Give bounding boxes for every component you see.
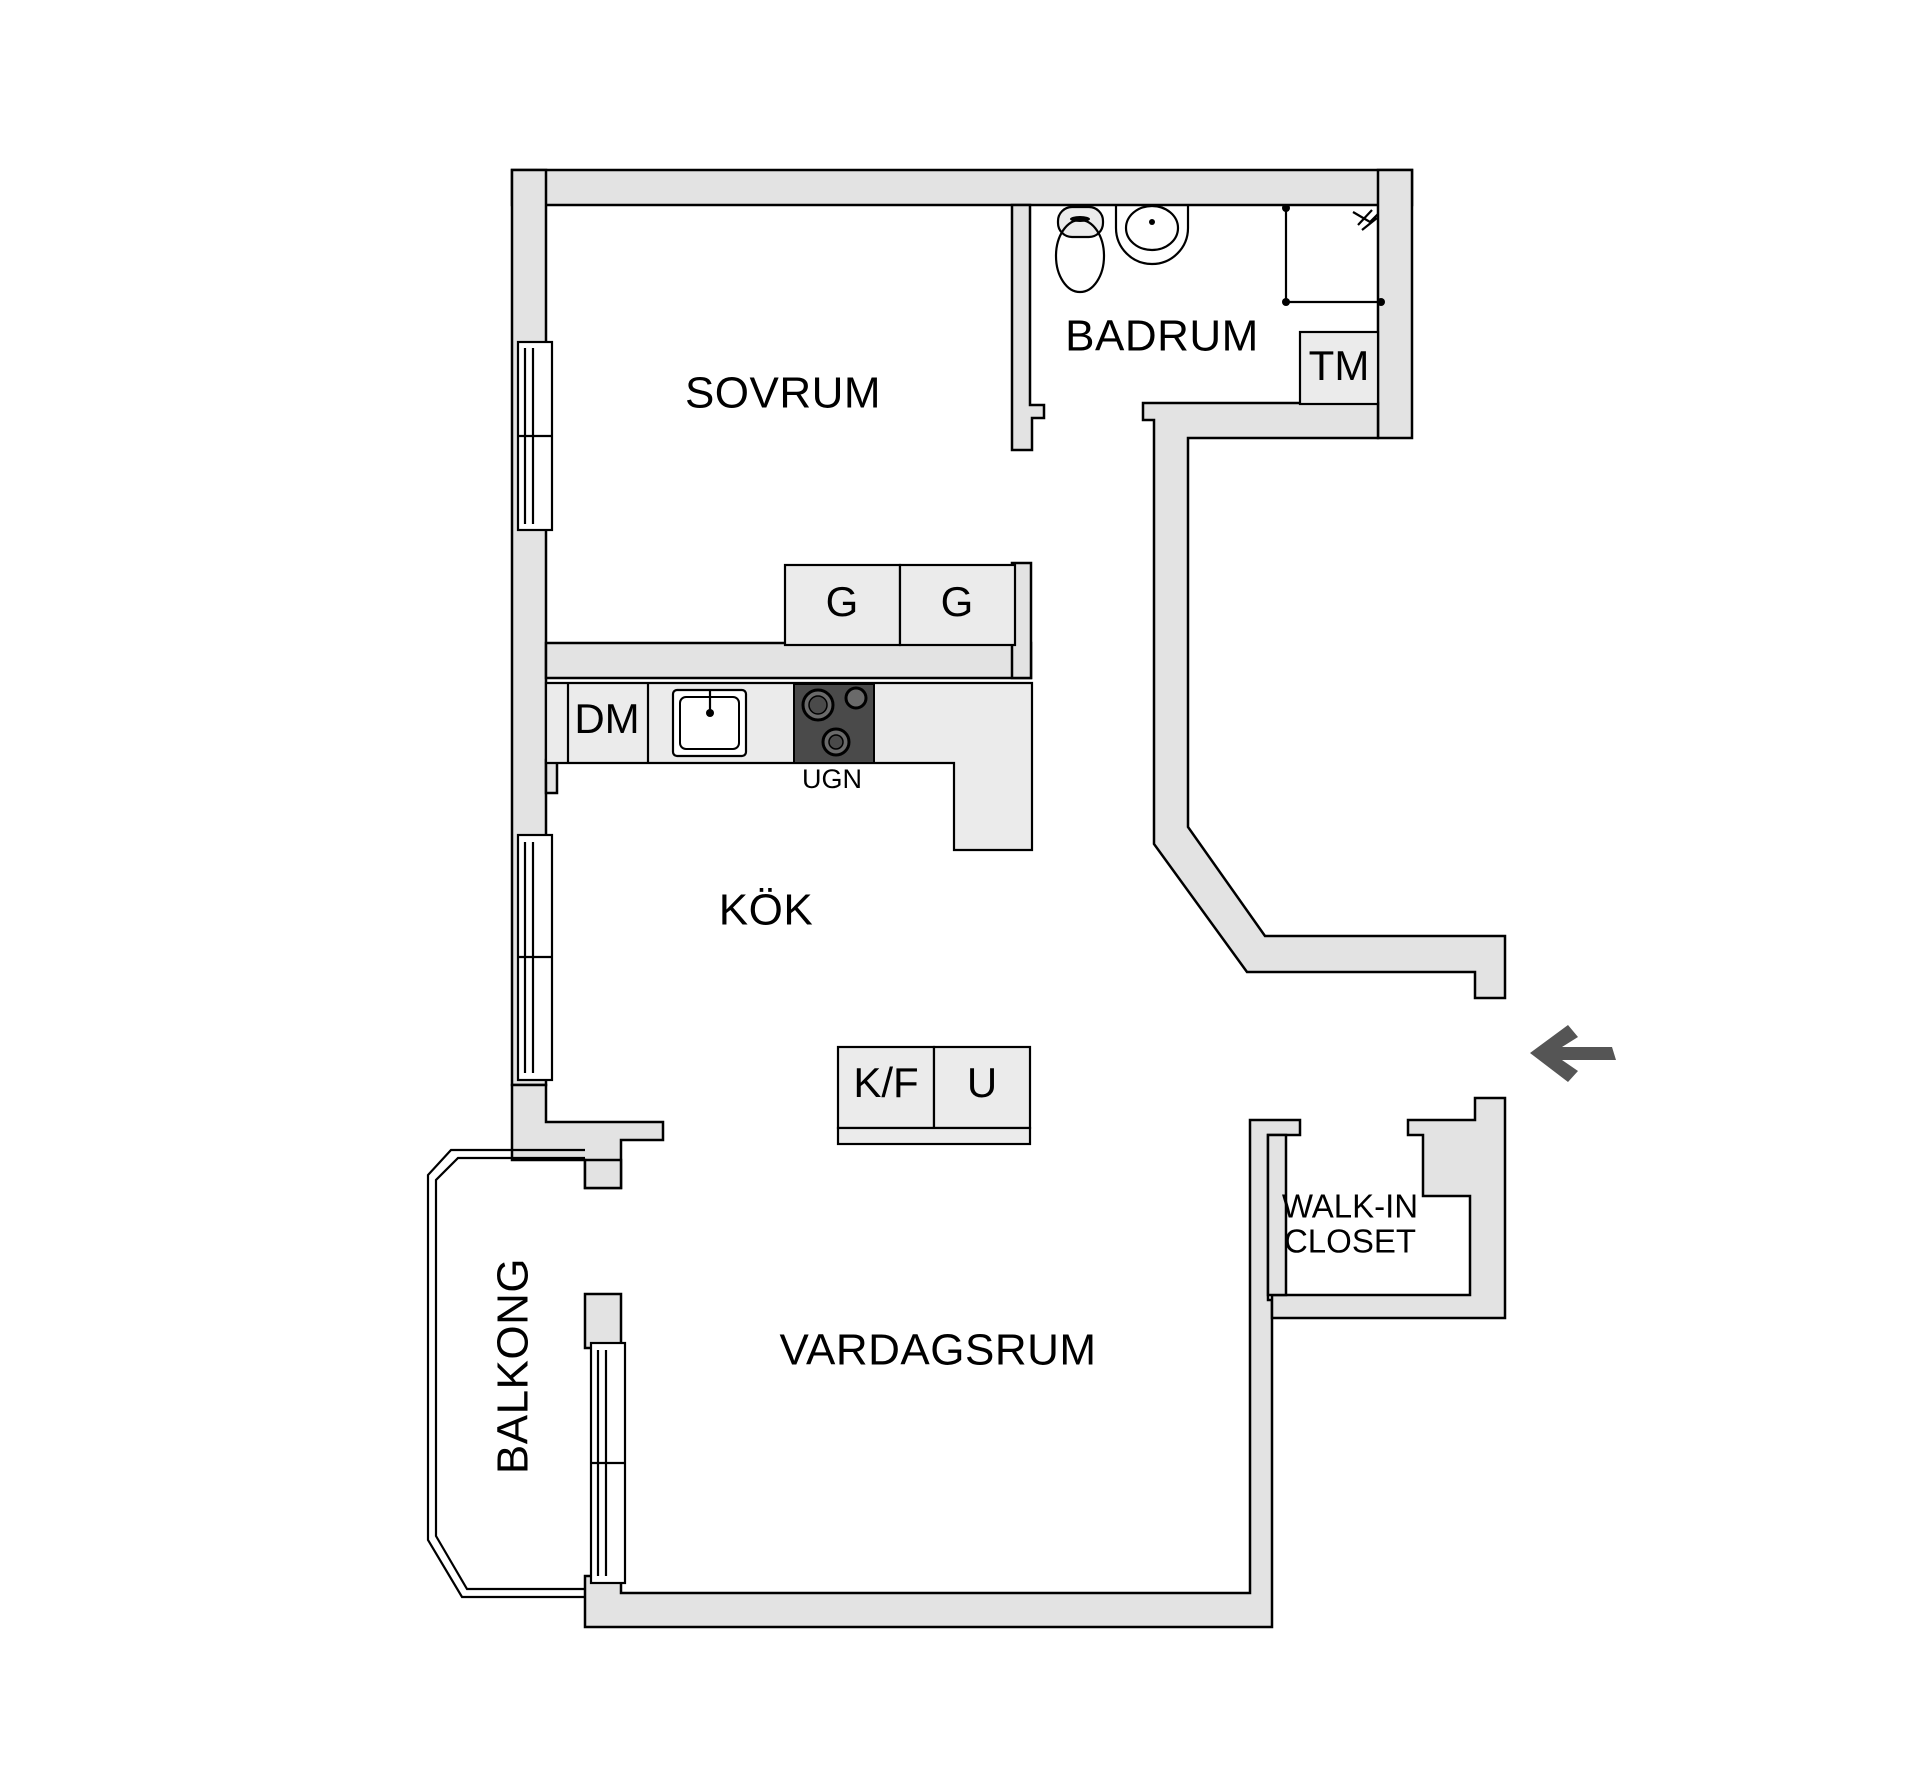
kitchen-sink-icon xyxy=(671,688,748,758)
room-label-badrum: BADRUM xyxy=(1065,312,1259,361)
wardrobe-label-right: G xyxy=(941,578,974,625)
room-label-sovrum: SOVRUM xyxy=(685,369,881,418)
room-label-kok: KÖK xyxy=(719,886,813,935)
bathroom-fixtures: TM xyxy=(1054,204,1385,406)
toilet-icon xyxy=(1054,205,1106,294)
shower-icon xyxy=(1282,204,1385,306)
balcony-label: BALKONG xyxy=(489,1258,538,1474)
room-label-walkin-1: WALK-IN xyxy=(1282,1188,1418,1225)
wardrobe-label-left: G xyxy=(826,578,859,625)
fridge-freezer-unit: K/F U xyxy=(836,1045,1032,1146)
ugn-label: UGN xyxy=(802,764,862,794)
dm-label: DM xyxy=(574,695,639,742)
bedroom-wardrobes: G G xyxy=(783,563,1017,647)
washbasin-icon xyxy=(1114,204,1190,266)
u-label: U xyxy=(967,1059,997,1106)
stove-icon xyxy=(793,683,875,764)
window-bedroom xyxy=(516,340,554,532)
window-kitchen xyxy=(516,833,554,1082)
entrance-arrow-icon xyxy=(1530,1025,1616,1082)
room-label-vardagsrum: VARDAGSRUM xyxy=(779,1326,1096,1375)
balcony: BALKONG xyxy=(426,1148,585,1599)
kitchen-counter: DM UGN xyxy=(544,681,1034,852)
window-living xyxy=(589,1341,627,1585)
windows xyxy=(516,340,627,1585)
kf-label: K/F xyxy=(853,1059,918,1106)
tm-label: TM xyxy=(1309,342,1370,389)
room-label-walkin-2: CLOSET xyxy=(1284,1223,1416,1260)
